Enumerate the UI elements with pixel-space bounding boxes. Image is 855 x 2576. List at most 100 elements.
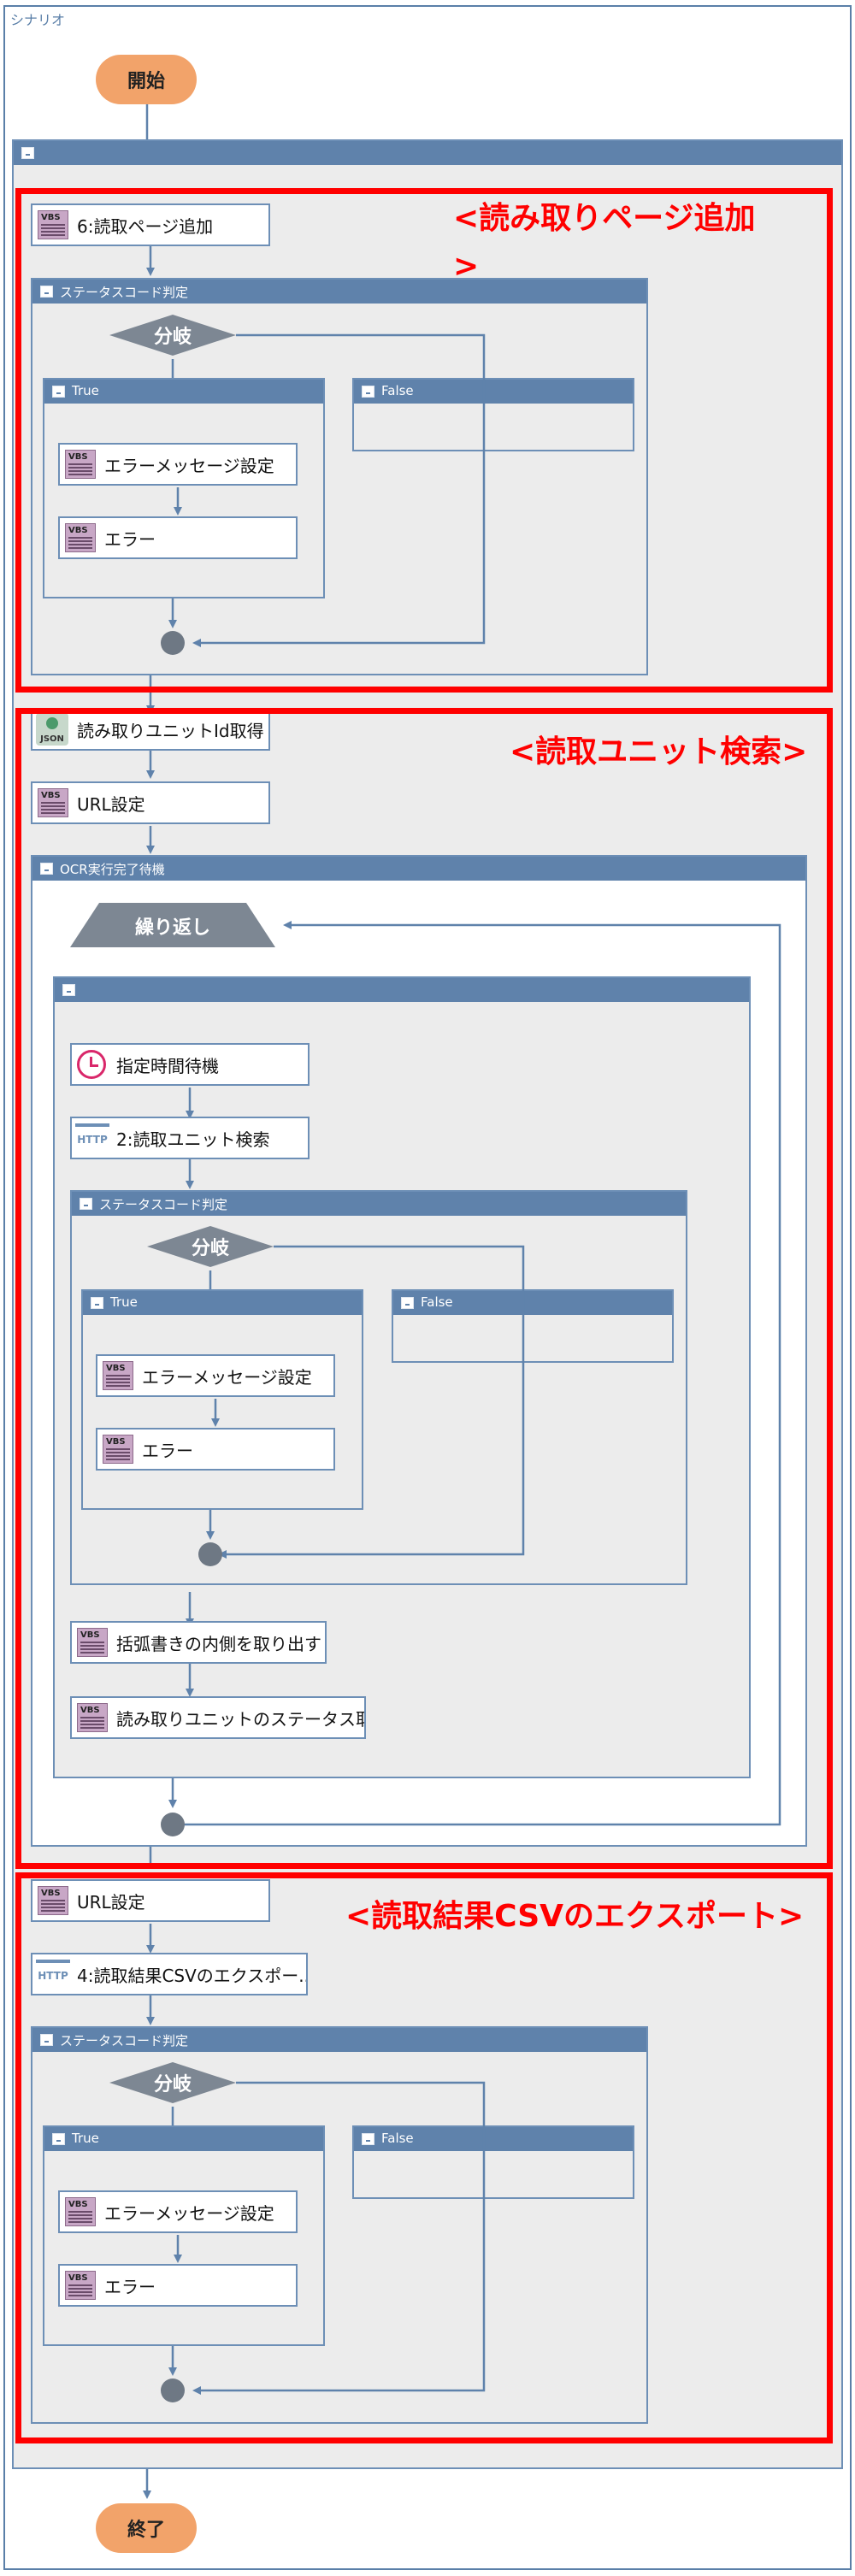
- s3-set-url-action[interactable]: URL設定: [31, 1879, 270, 1922]
- end-node[interactable]: 終了: [96, 2503, 197, 2553]
- s3-true-label: True: [72, 2131, 99, 2146]
- collapse-icon[interactable]: [362, 386, 374, 398]
- action-label: 4:読取結果CSVのエクスポー...: [77, 1965, 306, 1986]
- s2-ocr-wait-title: OCR実行完了待機: [60, 862, 165, 877]
- s3-error-action[interactable]: エラー: [58, 2264, 298, 2307]
- action-label: エラーメッセージ設定: [142, 1366, 312, 1388]
- s3-status-check-title: ステータスコード判定: [60, 2033, 189, 2048]
- s2-branch-node[interactable]: 分岐: [191, 1238, 229, 1259]
- s3-export-csv-action[interactable]: HTTP 4:読取結果CSVのエクスポー...: [31, 1953, 308, 1995]
- vbs-script-icon: [63, 2269, 97, 2302]
- section3-annotation: <読取結果CSVのエクスポート>: [345, 1899, 805, 1934]
- s2-true-branch: True: [81, 1289, 363, 1510]
- action-label: エラーメッセージ設定: [104, 455, 274, 476]
- s2-status-check: ステータスコード判定: [70, 1190, 687, 1585]
- action-label: 2:読取ユニット検索: [116, 1129, 270, 1150]
- scenario-frame-title: シナリオ: [5, 7, 850, 28]
- start-node[interactable]: 開始: [96, 55, 197, 104]
- action-label: エラー: [142, 1440, 193, 1461]
- action-label: エラーメッセージ設定: [104, 2202, 274, 2224]
- collapse-icon[interactable]: [40, 286, 53, 298]
- s1-true-branch: True: [43, 378, 325, 598]
- collapse-icon[interactable]: [21, 147, 34, 159]
- s2-set-error-message-action[interactable]: エラーメッセージ設定: [96, 1354, 335, 1397]
- s3-status-check-header: ステータスコード判定: [32, 2028, 646, 2052]
- action-label: 括弧書きの内側を取り出す: [116, 1633, 321, 1654]
- s1-true-header: True: [44, 380, 323, 404]
- s1-false-label: False: [381, 383, 414, 398]
- s2-wait-time-action[interactable]: 指定時間待機: [70, 1043, 310, 1086]
- s2-search-unit-action[interactable]: HTTP 2:読取ユニット検索: [70, 1117, 310, 1159]
- section3-highlight: [15, 1872, 833, 2443]
- action-label: URL設定: [77, 1891, 145, 1913]
- s2-false-header: False: [393, 1291, 672, 1315]
- s2-extract-paren-action[interactable]: 括弧書きの内側を取り出す: [70, 1621, 327, 1664]
- s1-false-branch: False: [352, 378, 634, 451]
- s1-false-header: False: [354, 380, 633, 404]
- collapse-icon[interactable]: [40, 863, 53, 875]
- s2-loop-body-header: [55, 978, 749, 1002]
- vbs-script-icon: [63, 2196, 97, 2228]
- s3-set-error-message-action[interactable]: エラーメッセージ設定: [58, 2190, 298, 2233]
- s2-true-header: True: [83, 1291, 362, 1315]
- action-label: 6:読取ページ追加: [77, 215, 214, 237]
- s2-ocr-wait-header: OCR実行完了待機: [32, 857, 805, 881]
- http-icon: HTTP: [75, 1122, 109, 1154]
- s1-status-check-title: ステータスコード判定: [60, 285, 189, 300]
- vbs-script-icon: [36, 209, 70, 241]
- s2-error-action[interactable]: エラー: [96, 1428, 335, 1471]
- collapse-icon[interactable]: [62, 984, 75, 996]
- s3-true-header: True: [44, 2127, 323, 2151]
- s1-set-error-message-action[interactable]: エラーメッセージ設定: [58, 443, 298, 486]
- s1-true-label: True: [72, 383, 99, 398]
- clock-icon: [75, 1048, 109, 1081]
- s2-get-unit-status-action[interactable]: 読み取りユニットのステータス取...: [70, 1696, 366, 1739]
- collapse-icon[interactable]: [80, 1198, 92, 1210]
- action-label: エラー: [104, 528, 156, 550]
- collapse-icon[interactable]: [52, 386, 65, 398]
- s1-status-check-header: ステータスコード判定: [32, 280, 646, 304]
- s2-loop-node[interactable]: 繰り返し: [134, 917, 210, 939]
- s3-branch-node[interactable]: 分岐: [153, 2074, 192, 2096]
- main-sequence-header: [14, 141, 841, 165]
- http-icon: HTTP: [36, 1958, 70, 1990]
- s1-add-page-action[interactable]: 6:読取ページ追加: [31, 203, 270, 246]
- vbs-script-icon: [101, 1359, 135, 1392]
- section1-annotation-line1: <読み取りページ追加: [453, 201, 756, 236]
- section2-highlight: [15, 708, 833, 1869]
- action-label: 読み取りユニットId取得: [77, 720, 264, 741]
- vbs-script-icon: [75, 1626, 109, 1659]
- action-label: 読み取りユニットのステータス取...: [116, 1708, 364, 1730]
- action-label: 指定時間待機: [116, 1055, 219, 1076]
- s3-true-branch: True: [43, 2125, 325, 2346]
- vbs-script-icon: [36, 787, 70, 819]
- section2-annotation: <読取ユニット検索>: [510, 734, 808, 769]
- s3-false-label: False: [381, 2131, 414, 2146]
- s3-false-header: False: [354, 2127, 633, 2151]
- collapse-icon[interactable]: [52, 2133, 65, 2145]
- section1-highlight: [15, 188, 833, 693]
- section1-annotation-line2: >: [453, 249, 480, 284]
- collapse-icon[interactable]: [401, 1297, 414, 1309]
- s2-set-url-action[interactable]: URL設定: [31, 781, 270, 824]
- s2-false-label: False: [421, 1294, 453, 1310]
- action-label: URL設定: [77, 793, 145, 815]
- vbs-script-icon: [101, 1433, 135, 1465]
- action-label: エラー: [104, 2276, 156, 2297]
- vbs-script-icon: [63, 448, 97, 480]
- json-icon: JSON: [36, 713, 70, 746]
- collapse-icon[interactable]: [362, 2133, 374, 2145]
- s2-status-check-title: ステータスコード判定: [99, 1197, 228, 1212]
- s2-get-unit-id-action[interactable]: JSON 読み取りユニットId取得: [31, 708, 270, 751]
- vbs-script-icon: [75, 1701, 109, 1734]
- s3-false-branch: False: [352, 2125, 634, 2199]
- vbs-script-icon: [63, 522, 97, 554]
- collapse-icon[interactable]: [40, 2034, 53, 2046]
- s1-branch-node[interactable]: 分岐: [153, 327, 192, 348]
- s2-status-check-header: ステータスコード判定: [72, 1192, 686, 1216]
- s2-true-label: True: [110, 1294, 138, 1310]
- collapse-icon[interactable]: [91, 1297, 103, 1309]
- s2-false-branch: False: [392, 1289, 674, 1363]
- s1-error-action[interactable]: エラー: [58, 516, 298, 559]
